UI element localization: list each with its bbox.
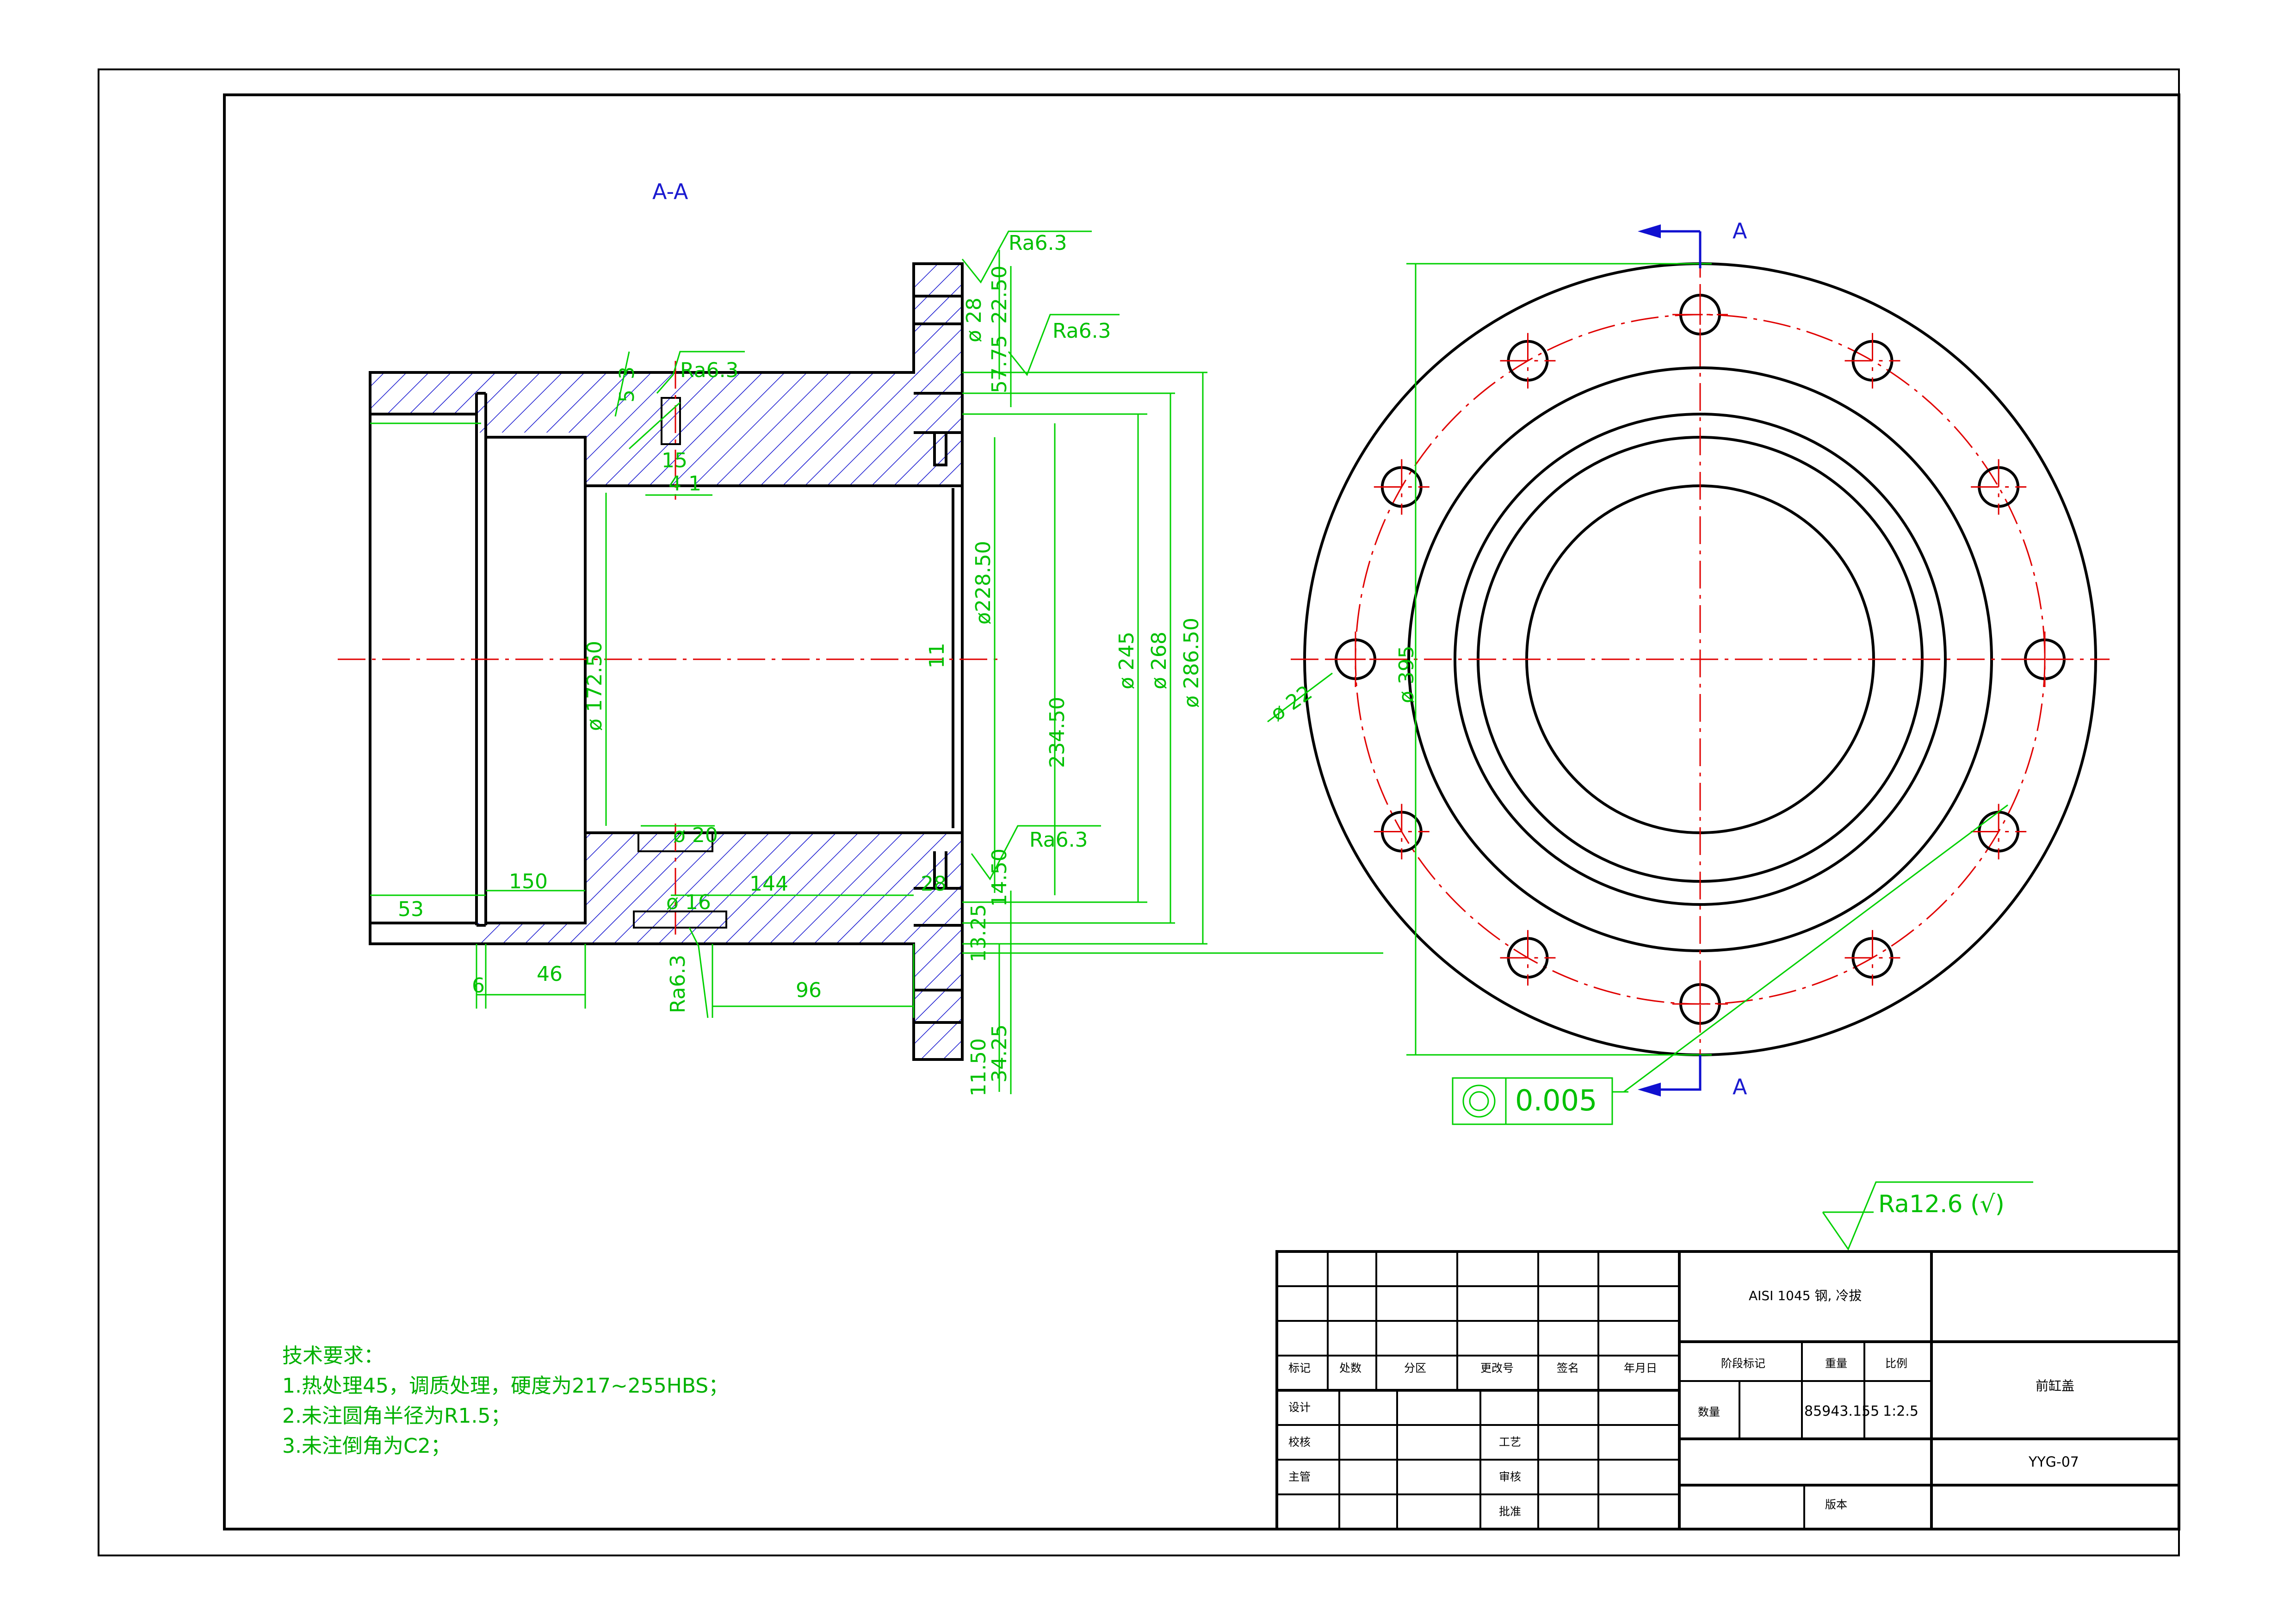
inner-frame bbox=[223, 93, 2180, 1530]
dim-6: 6 bbox=[472, 974, 485, 997]
svg-text:Ra12.6 (√): Ra12.6 (√) bbox=[1878, 1190, 2005, 1218]
dim-57-75: 57.75 bbox=[988, 335, 1011, 393]
dim-d-228-50: ø228.50 bbox=[972, 541, 995, 625]
hatch-top-wall bbox=[370, 372, 962, 486]
dim-234-50: 234.50 bbox=[1046, 697, 1069, 768]
dim-d-268: ø 268 bbox=[1147, 632, 1171, 689]
concentricity-tolerance: 0.005 bbox=[1452, 1077, 1628, 1125]
tb-header-0: 标记 bbox=[1288, 1362, 1311, 1375]
tb-approve: 批准 bbox=[1499, 1505, 1521, 1518]
tb-role-1: 校核 bbox=[1288, 1436, 1311, 1449]
section-view: ø 172.50 ø 245 ø 268 ø 286.50 ø228.50 23… bbox=[338, 230, 1383, 1096]
dim-5: 5 bbox=[615, 390, 639, 403]
roughness-mid-flange: Ra6.3 bbox=[1008, 314, 1120, 376]
roughness-right-face: Ra6.3 bbox=[971, 825, 1101, 880]
end-view: ø 395 ø 22 A A 0.005 bbox=[1266, 218, 2110, 1125]
dim-d-245: ø 245 bbox=[1115, 632, 1139, 689]
hatch-bottom-wall bbox=[370, 833, 962, 944]
cut-mark-bottom: A bbox=[1733, 1074, 1747, 1099]
tb-role-0: 设计 bbox=[1288, 1401, 1311, 1414]
dim-d-172-50: ø 172.50 bbox=[583, 641, 606, 731]
dim-28: 28 bbox=[921, 872, 947, 896]
dim-3: 3 bbox=[615, 366, 639, 379]
roughness-top-flange: Ra6.3 bbox=[961, 230, 1092, 284]
tb-scale-label: 比例 bbox=[1885, 1357, 1907, 1370]
dim-14-50: 14.50 bbox=[988, 849, 1011, 907]
note-1: 1.热处理45，调质处理，硬度为217~255HBS； bbox=[282, 1374, 729, 1398]
dim-15: 15 bbox=[662, 449, 687, 472]
roughness-groove: Ra6.3 bbox=[656, 351, 745, 394]
bore-circle-2 bbox=[1454, 413, 1947, 906]
technical-notes: 技术要求： 1.热处理45，调质处理，硬度为217~255HBS； 2.未注圆角… bbox=[282, 1344, 729, 1458]
svg-text:Ra6.3: Ra6.3 bbox=[1029, 828, 1088, 852]
dim-22-50: 22.50 bbox=[988, 266, 1011, 324]
tb-header-1: 处数 bbox=[1339, 1362, 1362, 1375]
svg-text:Ra6.3: Ra6.3 bbox=[666, 954, 690, 1013]
tb-scale-value: 1:2.5 bbox=[1883, 1403, 1918, 1419]
dim-1: 1 bbox=[688, 472, 701, 496]
tb-header-3: 更改号 bbox=[1480, 1362, 1514, 1375]
svg-text:Ra6.3: Ra6.3 bbox=[1009, 231, 1067, 255]
note-2: 2.未注圆角半径为R1.5； bbox=[282, 1404, 511, 1428]
svg-text:Ra6.3: Ra6.3 bbox=[680, 359, 739, 382]
dim-53: 53 bbox=[398, 898, 424, 921]
dim-13-25: 13.25 bbox=[967, 904, 990, 962]
bolt-holes bbox=[1328, 287, 2073, 1032]
tb-weight-label: 重量 bbox=[1825, 1357, 1847, 1370]
svg-text:0.005: 0.005 bbox=[1515, 1084, 1597, 1117]
tb-header-4: 签名 bbox=[1557, 1362, 1579, 1375]
dim-d-286-50: ø 286.50 bbox=[1180, 618, 1203, 708]
tb-qty-label: 数量 bbox=[1698, 1406, 1720, 1419]
dim-96: 96 bbox=[796, 979, 822, 1002]
tb-drawing-no: YYG-07 bbox=[2028, 1454, 2079, 1470]
note-3: 3.未注倒角为C2； bbox=[282, 1434, 451, 1458]
dim-d-395: ø 395 bbox=[1395, 645, 1418, 703]
dim-d-20: ø 20 bbox=[673, 824, 718, 847]
material: AISI 1045 钢, 冷拔 bbox=[1749, 1288, 1862, 1303]
tb-stage-label: 阶段标记 bbox=[1721, 1357, 1765, 1370]
dim-150: 150 bbox=[509, 870, 548, 893]
section-label: A-A bbox=[652, 179, 688, 204]
cut-mark-top: A bbox=[1733, 218, 1747, 243]
notes-title: 技术要求： bbox=[282, 1344, 384, 1368]
dim-d-28: ø 28 bbox=[962, 297, 986, 342]
tb-role-2: 主管 bbox=[1288, 1470, 1311, 1483]
cutting-plane-bottom bbox=[1642, 1055, 1702, 1091]
dim-4: 4 bbox=[668, 472, 681, 496]
section-outline bbox=[369, 262, 964, 1061]
dim-11: 11 bbox=[925, 643, 949, 669]
tb-review: 审核 bbox=[1499, 1470, 1521, 1483]
dim-11-50: 11.50 bbox=[967, 1038, 990, 1096]
hatch-flange-bottom bbox=[914, 944, 962, 1059]
hatch-flange-top bbox=[914, 264, 962, 375]
dim-144: 144 bbox=[749, 872, 788, 896]
tb-header-2: 分区 bbox=[1404, 1362, 1426, 1375]
tb-header-5: 年月日 bbox=[1624, 1362, 1657, 1375]
tb-craft: 工艺 bbox=[1499, 1436, 1521, 1449]
dim-d-16: ø 16 bbox=[666, 891, 711, 914]
dim-46: 46 bbox=[537, 962, 563, 986]
roughness-bottom-groove: Ra6.3 bbox=[666, 927, 709, 1018]
roughness-general: Ra12.6 (√) bbox=[1822, 1181, 2033, 1251]
title-block: AISI 1045 钢, 冷拔 标记 处数 分区 更改号 签名 年月日 设计 校… bbox=[1275, 1250, 2180, 1530]
dim-34-25: 34.25 bbox=[988, 1024, 1011, 1083]
tb-weight-value: 85943.155 bbox=[1804, 1403, 1879, 1419]
tb-part-name: 前缸盖 bbox=[2036, 1378, 2074, 1394]
svg-text:Ra6.3: Ra6.3 bbox=[1052, 319, 1111, 343]
tb-version-label: 版本 bbox=[1825, 1498, 1847, 1511]
